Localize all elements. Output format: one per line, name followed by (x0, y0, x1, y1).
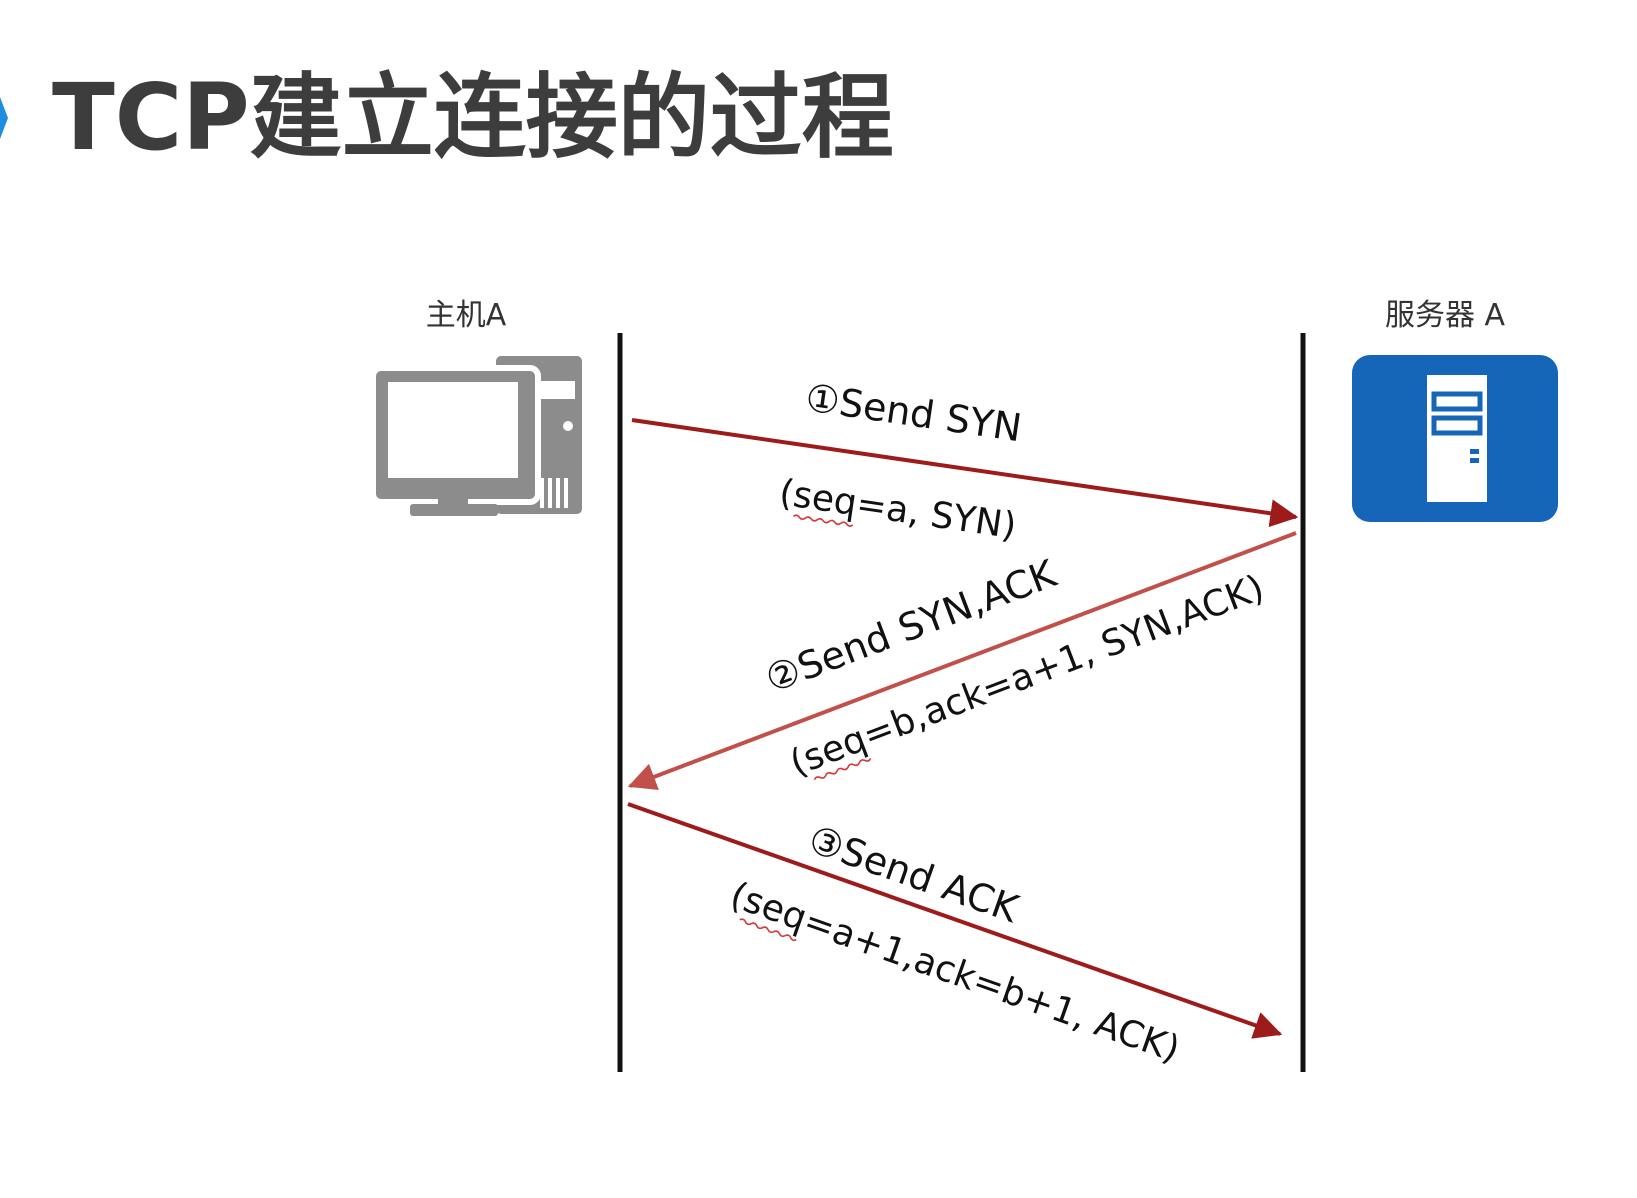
ack-spellcheck-underline (739, 918, 797, 942)
syn-arrow (631, 418, 1299, 528)
syn-ack-arrow (627, 531, 1297, 790)
server-icon (1352, 355, 1558, 522)
ack-arrow (627, 802, 1283, 1039)
host-label: 主机A (426, 298, 507, 333)
syn-step-label: ①Send SYN (803, 375, 1025, 450)
desktop-computer-icon (370, 356, 582, 516)
slide-title: TCP建立连接的过程 (52, 64, 894, 171)
syn-detail-label: (seq=a, SYN) (777, 472, 1019, 547)
syn-spellcheck-underline (792, 514, 854, 527)
syn-ack-spellcheck-underline (813, 757, 872, 781)
server-label: 服务器 A (1385, 298, 1506, 333)
title-marker-chevron (0, 78, 8, 158)
